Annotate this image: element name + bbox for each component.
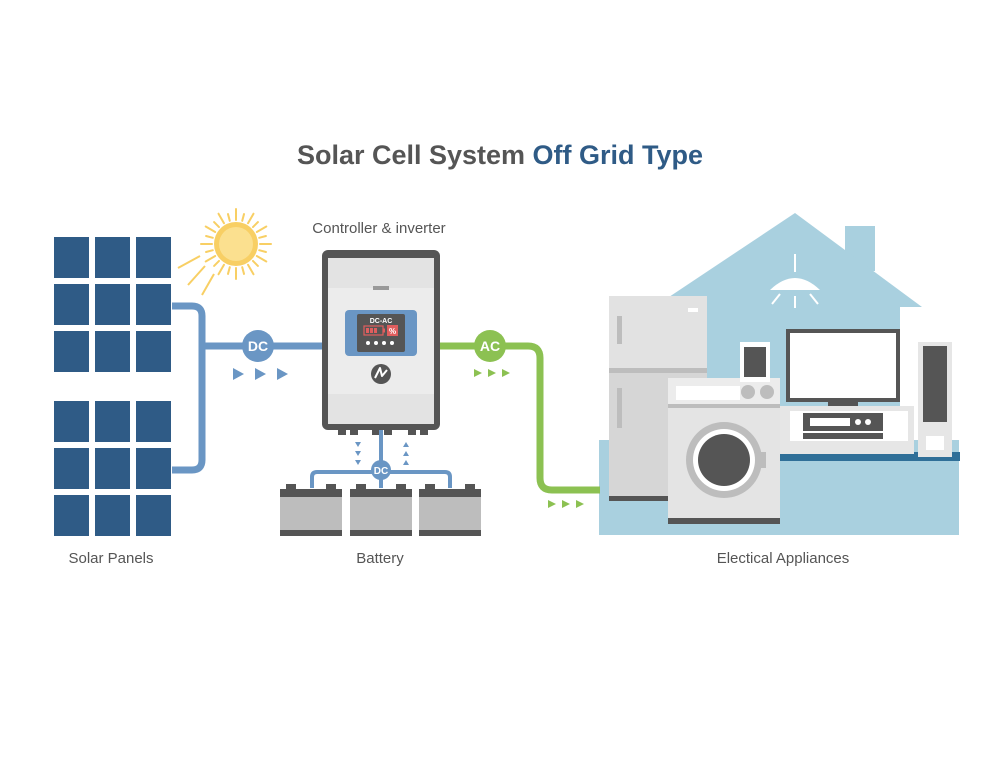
ac-badge <box>474 330 506 362</box>
dc-badge-label: DC <box>248 338 268 354</box>
solar-cell <box>95 495 130 536</box>
solar-cell <box>136 331 171 372</box>
title-part-1: Solar Cell System <box>296 140 533 170</box>
battery-unit <box>350 484 412 536</box>
title-part-2: Off Grid Type <box>532 140 704 170</box>
house-roof <box>654 213 922 307</box>
speaker-left <box>740 342 770 382</box>
solar-cell <box>95 284 130 325</box>
battery-bank <box>280 484 481 536</box>
solar-cell <box>95 401 130 442</box>
solar-cell <box>95 237 130 278</box>
dc-flow-arrows <box>233 368 288 380</box>
solar-panel-array <box>54 237 171 536</box>
solar-cell <box>54 495 89 536</box>
controller-inverter: DC-AC % <box>322 250 440 435</box>
ac-flow-arrows <box>474 369 510 377</box>
ac-wire <box>438 342 600 494</box>
battery-label: Battery <box>356 550 404 567</box>
television <box>786 329 900 406</box>
solar-cell <box>95 331 130 372</box>
battery-unit <box>419 484 481 536</box>
ceiling-lamp-icon <box>770 254 820 308</box>
battery-unit <box>280 484 342 536</box>
speaker-right <box>918 342 952 457</box>
ac-badge-label: AC <box>480 338 500 354</box>
ac-flow-arrows-bottom <box>548 500 584 508</box>
lightning-bolt-icon <box>371 364 391 384</box>
solar-cell <box>54 284 89 325</box>
solar-cell <box>136 237 171 278</box>
solar-cell <box>54 237 89 278</box>
solar-cell <box>136 448 171 489</box>
dc-wire <box>172 302 324 474</box>
solar-cell <box>54 448 89 489</box>
sun-icon <box>177 208 272 296</box>
shelf-shadow <box>780 452 960 461</box>
battery-dc-badge <box>371 460 391 480</box>
display-unit: % <box>389 327 396 336</box>
diagram-title: Solar Cell System Off Grid Type <box>0 140 1000 171</box>
solar-cell <box>95 448 130 489</box>
display-mode: DC-AC <box>370 318 393 325</box>
battery-dc-badge-label: DC <box>374 466 388 477</box>
solar-panels-label: Solar Panels <box>68 550 153 567</box>
battery-icon <box>363 325 385 336</box>
solar-cell <box>54 401 89 442</box>
dc-badge <box>242 330 274 362</box>
controller-label: Controller & inverter <box>312 220 445 237</box>
solar-cell <box>54 331 89 372</box>
solar-cell <box>136 495 171 536</box>
solar-cell <box>136 401 171 442</box>
washing-machine <box>668 378 780 524</box>
solar-cell <box>136 284 171 325</box>
tv-stand <box>780 406 914 454</box>
appliances-label: Electical Appliances <box>717 550 850 567</box>
